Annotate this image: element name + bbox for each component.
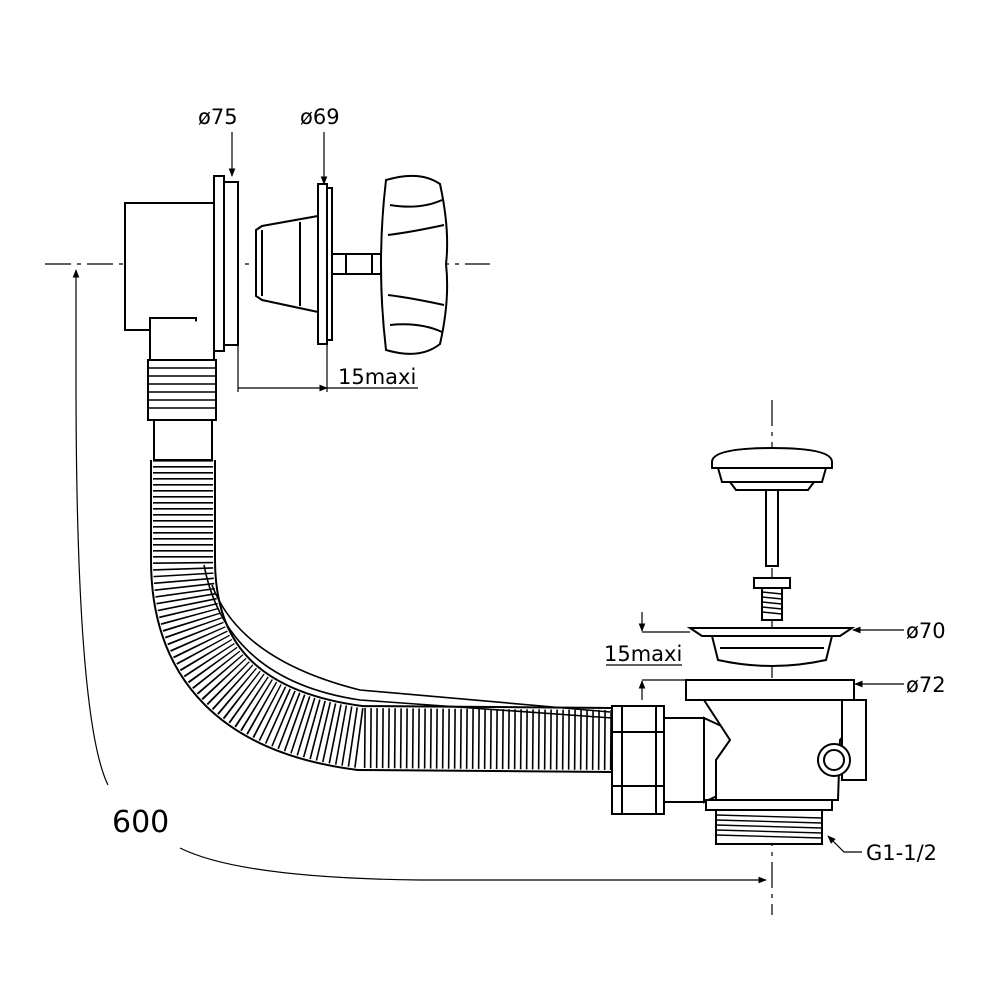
label-plug-flange-dia: ø70: [906, 619, 946, 643]
overflow-ribs: [148, 367, 216, 409]
label-overflow-cover-dia: ø69: [300, 105, 340, 129]
strainer-flange: [686, 627, 856, 667]
label-waste-gap: 15maxi: [604, 642, 682, 666]
overflow-elbow: [147, 318, 217, 461]
dimension-lines: [72, 132, 904, 884]
click-clack-plug: [711, 446, 833, 621]
dimension-labels: ø75 ø69 15maxi 15maxi ø70 ø72 G1-1/2 600: [112, 105, 946, 865]
label-overflow-gap: 15maxi: [338, 365, 416, 389]
label-overall-length: 600: [112, 805, 169, 840]
label-thread: G1-1/2: [866, 841, 937, 865]
dim-600-upper: [72, 269, 109, 786]
waste-body: [685, 679, 867, 845]
overflow-link-cable: [211, 584, 611, 713]
label-waste-body-dia: ø72: [906, 673, 946, 697]
overflow-cover-mount: [255, 183, 402, 345]
plug-thread: [761, 591, 783, 615]
thread-leader: [827, 835, 862, 853]
hose-nut: [611, 705, 705, 815]
overflow-housing: [124, 175, 239, 352]
overflow-link-cable-outer: [203, 564, 613, 719]
dim-600-lower: [179, 847, 767, 884]
flexible-hose-corrugation: [153, 460, 613, 770]
overflow-cover-cap: [380, 174, 449, 355]
label-overflow-plate-dia: ø75: [198, 105, 238, 129]
waste-thread: [715, 814, 823, 839]
